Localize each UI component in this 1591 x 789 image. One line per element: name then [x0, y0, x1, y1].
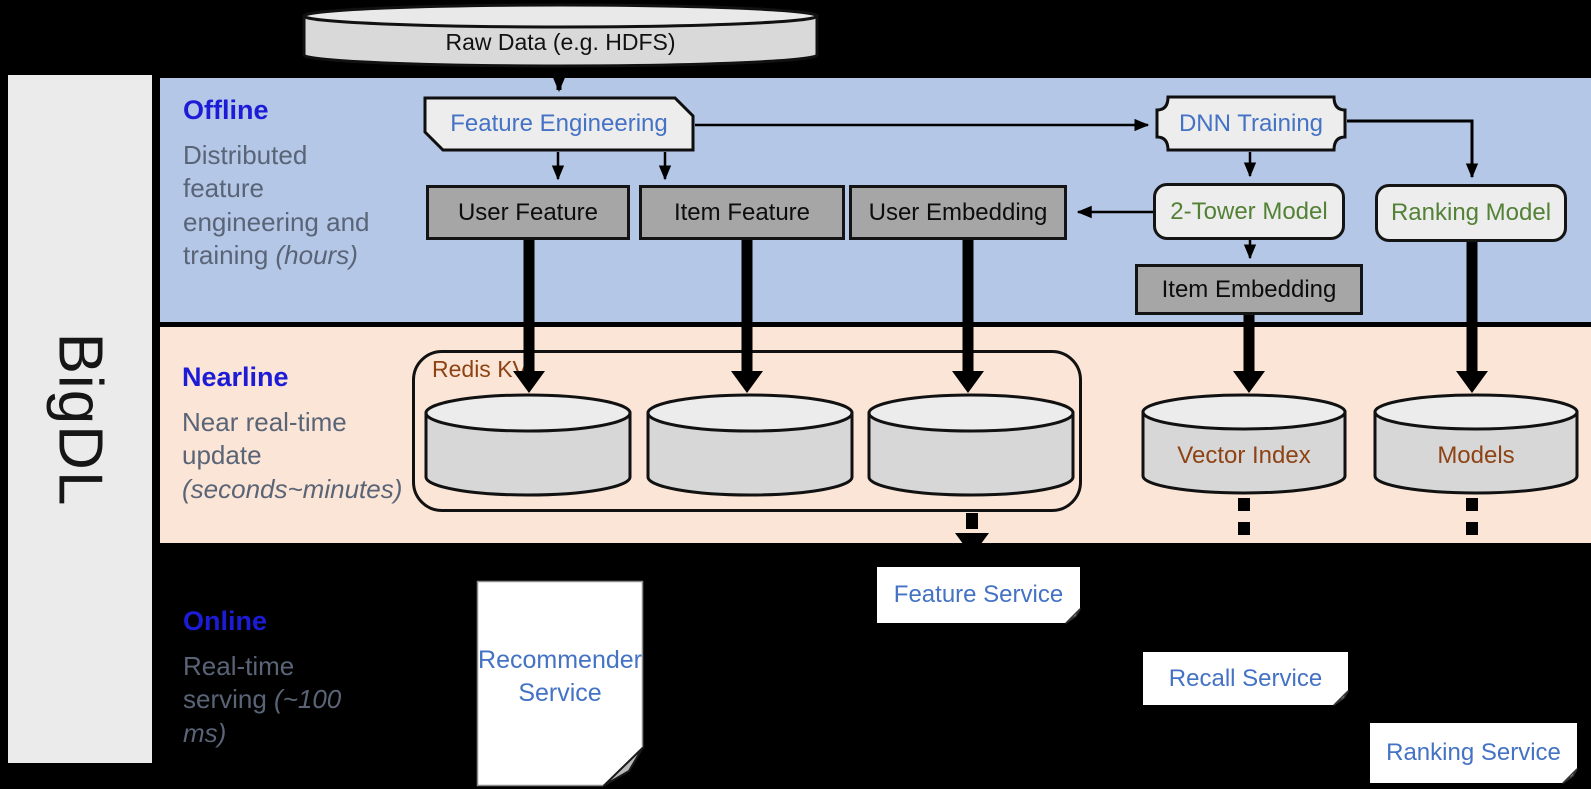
note-shape — [1370, 723, 1578, 784]
offline-band — [160, 78, 1591, 322]
bigdl-logo-text: BigDL — [45, 332, 115, 506]
online-title: Online — [183, 606, 268, 636]
cylinder-icon — [424, 393, 632, 497]
note-shape — [1143, 652, 1349, 706]
snip-corner-shape — [423, 96, 695, 152]
kv-store-cylinder-2 — [645, 393, 855, 498]
document-shape — [476, 580, 644, 787]
plaque-shape — [1155, 95, 1347, 152]
cylinder-icon — [867, 393, 1075, 497]
ranking-service-node: Ranking Service — [1370, 723, 1578, 784]
online-desc: Real-time serving — [183, 651, 295, 715]
dnn-training-node: DNN Training — [1155, 95, 1347, 152]
bigdl-brand-bar: BigDL — [8, 75, 152, 763]
cylinder-icon — [1373, 393, 1579, 495]
online-desc-italic: (~100 ms) — [183, 684, 342, 748]
models-store: Models — [1372, 393, 1580, 497]
recommender-service-node: Recommender Service — [476, 580, 644, 787]
feature-engineering-node: Feature Engineering — [423, 96, 695, 152]
raw-data-store: Raw Data (e.g. HDFS) — [301, 3, 820, 69]
online-section-label: Online Real-time serving (~100 ms) — [183, 606, 343, 750]
vector-index-store: Vector Index — [1140, 393, 1348, 497]
kv-store-cylinder-3 — [866, 393, 1076, 498]
kv-store-cylinder-1 — [423, 393, 633, 498]
recall-service-node: Recall Service — [1143, 652, 1349, 706]
cylinder-icon — [1141, 393, 1347, 495]
note-shape — [877, 567, 1081, 624]
cylinder-icon — [646, 393, 854, 497]
feature-service-node: Feature Service — [877, 567, 1081, 624]
cylinder-icon — [302, 3, 819, 68]
redis-kv-label: Redis KV — [432, 356, 528, 382]
